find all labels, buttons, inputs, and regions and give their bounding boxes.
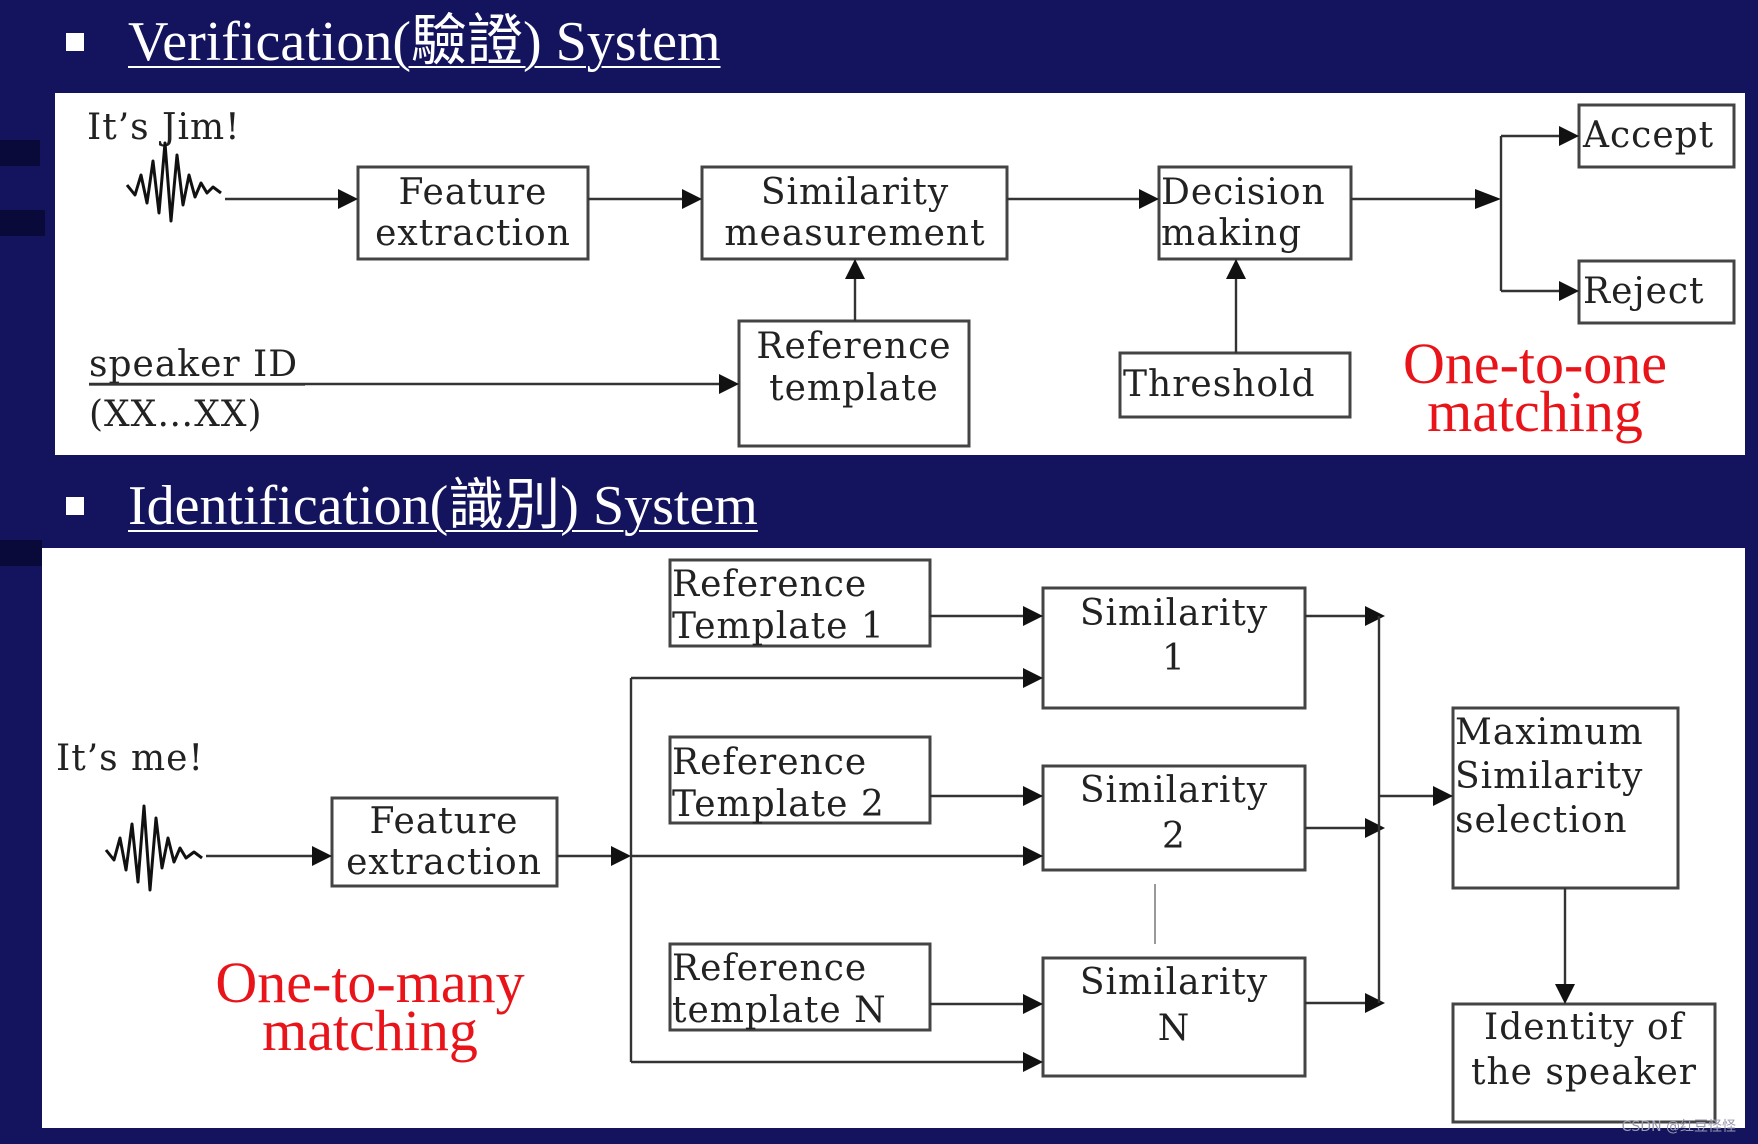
feature-label-2: extraction bbox=[375, 213, 571, 254]
watermark: CSDN @红豆怪怪 bbox=[1621, 1119, 1736, 1135]
decision-label-1: Decision bbox=[1161, 172, 1326, 213]
simN-label-1: Similarity bbox=[1080, 962, 1268, 1003]
threshold-box bbox=[1118, 351, 1352, 419]
refN-label-1: Reference bbox=[672, 948, 867, 989]
one-to-many-label-2: matching bbox=[262, 998, 478, 1063]
reject-label: Reject bbox=[1583, 271, 1705, 312]
ref1-label-1: Reference bbox=[672, 564, 867, 605]
bullet-verification bbox=[66, 33, 84, 51]
similarity-1-box bbox=[1041, 586, 1307, 710]
decision-making-box bbox=[1157, 165, 1353, 261]
accept-label: Accept bbox=[1582, 115, 1714, 156]
verification-diagram: It’s Jim! Feature extraction Similarity … bbox=[87, 103, 1736, 448]
bg-stripe bbox=[0, 140, 40, 166]
identity-label-1: Identity of bbox=[1484, 1007, 1686, 1048]
speaker-id-label: speaker ID bbox=[89, 344, 298, 385]
feature-label-1: Feature bbox=[399, 172, 548, 213]
reference-template-2-box bbox=[668, 735, 932, 825]
similarity-measurement-box bbox=[700, 165, 1009, 261]
maximum-similarity-selection-box bbox=[1451, 706, 1680, 890]
simN-label-2: N bbox=[1158, 1008, 1191, 1049]
identification-heading: Identification(識別) System bbox=[128, 475, 758, 537]
feature-label-1: Feature bbox=[370, 801, 519, 842]
identity-of-speaker-box bbox=[1451, 1002, 1717, 1124]
one-to-many-label-1: One-to-many bbox=[215, 950, 524, 1015]
similarity-2-box bbox=[1041, 764, 1307, 872]
maxsel-label-2: Similarity bbox=[1455, 756, 1643, 797]
speech-label: It’s Jim! bbox=[87, 107, 241, 148]
similarity-label-1: Similarity bbox=[761, 172, 949, 213]
reference-template-box bbox=[737, 319, 971, 448]
identity-label-2: the speaker bbox=[1471, 1052, 1697, 1093]
reference-template-1-box bbox=[668, 558, 932, 648]
sim1-label-1: Similarity bbox=[1080, 593, 1268, 634]
ref2-label-2: Template 2 bbox=[672, 784, 885, 825]
verification-panel: It’s Jim! Feature extraction Similarity … bbox=[55, 93, 1745, 455]
sim2-label-2: 2 bbox=[1162, 816, 1186, 857]
maxsel-label-1: Maximum bbox=[1455, 712, 1644, 753]
similarity-label-2: measurement bbox=[724, 213, 985, 254]
feature-label-2: extraction bbox=[346, 842, 542, 883]
accept-box bbox=[1577, 103, 1736, 169]
speaker-id-value: (XX…XX) bbox=[89, 394, 263, 435]
sim2-label-1: Similarity bbox=[1080, 770, 1268, 811]
threshold-label: Threshold bbox=[1123, 364, 1316, 405]
verification-heading: Verification(驗證) System bbox=[128, 11, 721, 73]
one-to-one-label-1: One-to-one bbox=[1403, 331, 1667, 396]
reference-label-1: Reference bbox=[756, 326, 951, 367]
speech-label: It’s me! bbox=[56, 738, 204, 779]
sim1-label-2: 1 bbox=[1162, 638, 1186, 679]
one-to-one-label-2: matching bbox=[1427, 379, 1643, 444]
feature-extraction-box bbox=[330, 796, 559, 888]
waveform-icon bbox=[104, 804, 203, 892]
decision-label-2: making bbox=[1161, 213, 1302, 254]
feature-extraction-box bbox=[356, 165, 590, 261]
reject-box bbox=[1577, 259, 1736, 325]
bullet-identification bbox=[66, 497, 84, 515]
maxsel-label-3: selection bbox=[1455, 800, 1628, 841]
ref1-label-2: Template 1 bbox=[672, 606, 885, 647]
reference-label-2: template bbox=[769, 368, 939, 409]
ref2-label-1: Reference bbox=[672, 742, 867, 783]
similarity-n-box bbox=[1041, 956, 1307, 1078]
refN-label-2: template N bbox=[672, 990, 887, 1031]
reference-template-n-box bbox=[668, 942, 932, 1032]
identification-diagram: It’s me! Feature extraction Reference Te… bbox=[56, 558, 1717, 1124]
identification-panel: It’s me! Feature extraction Reference Te… bbox=[42, 548, 1745, 1128]
bg-stripe bbox=[0, 210, 45, 236]
waveform-icon bbox=[125, 141, 222, 223]
bg-stripe bbox=[0, 540, 42, 566]
